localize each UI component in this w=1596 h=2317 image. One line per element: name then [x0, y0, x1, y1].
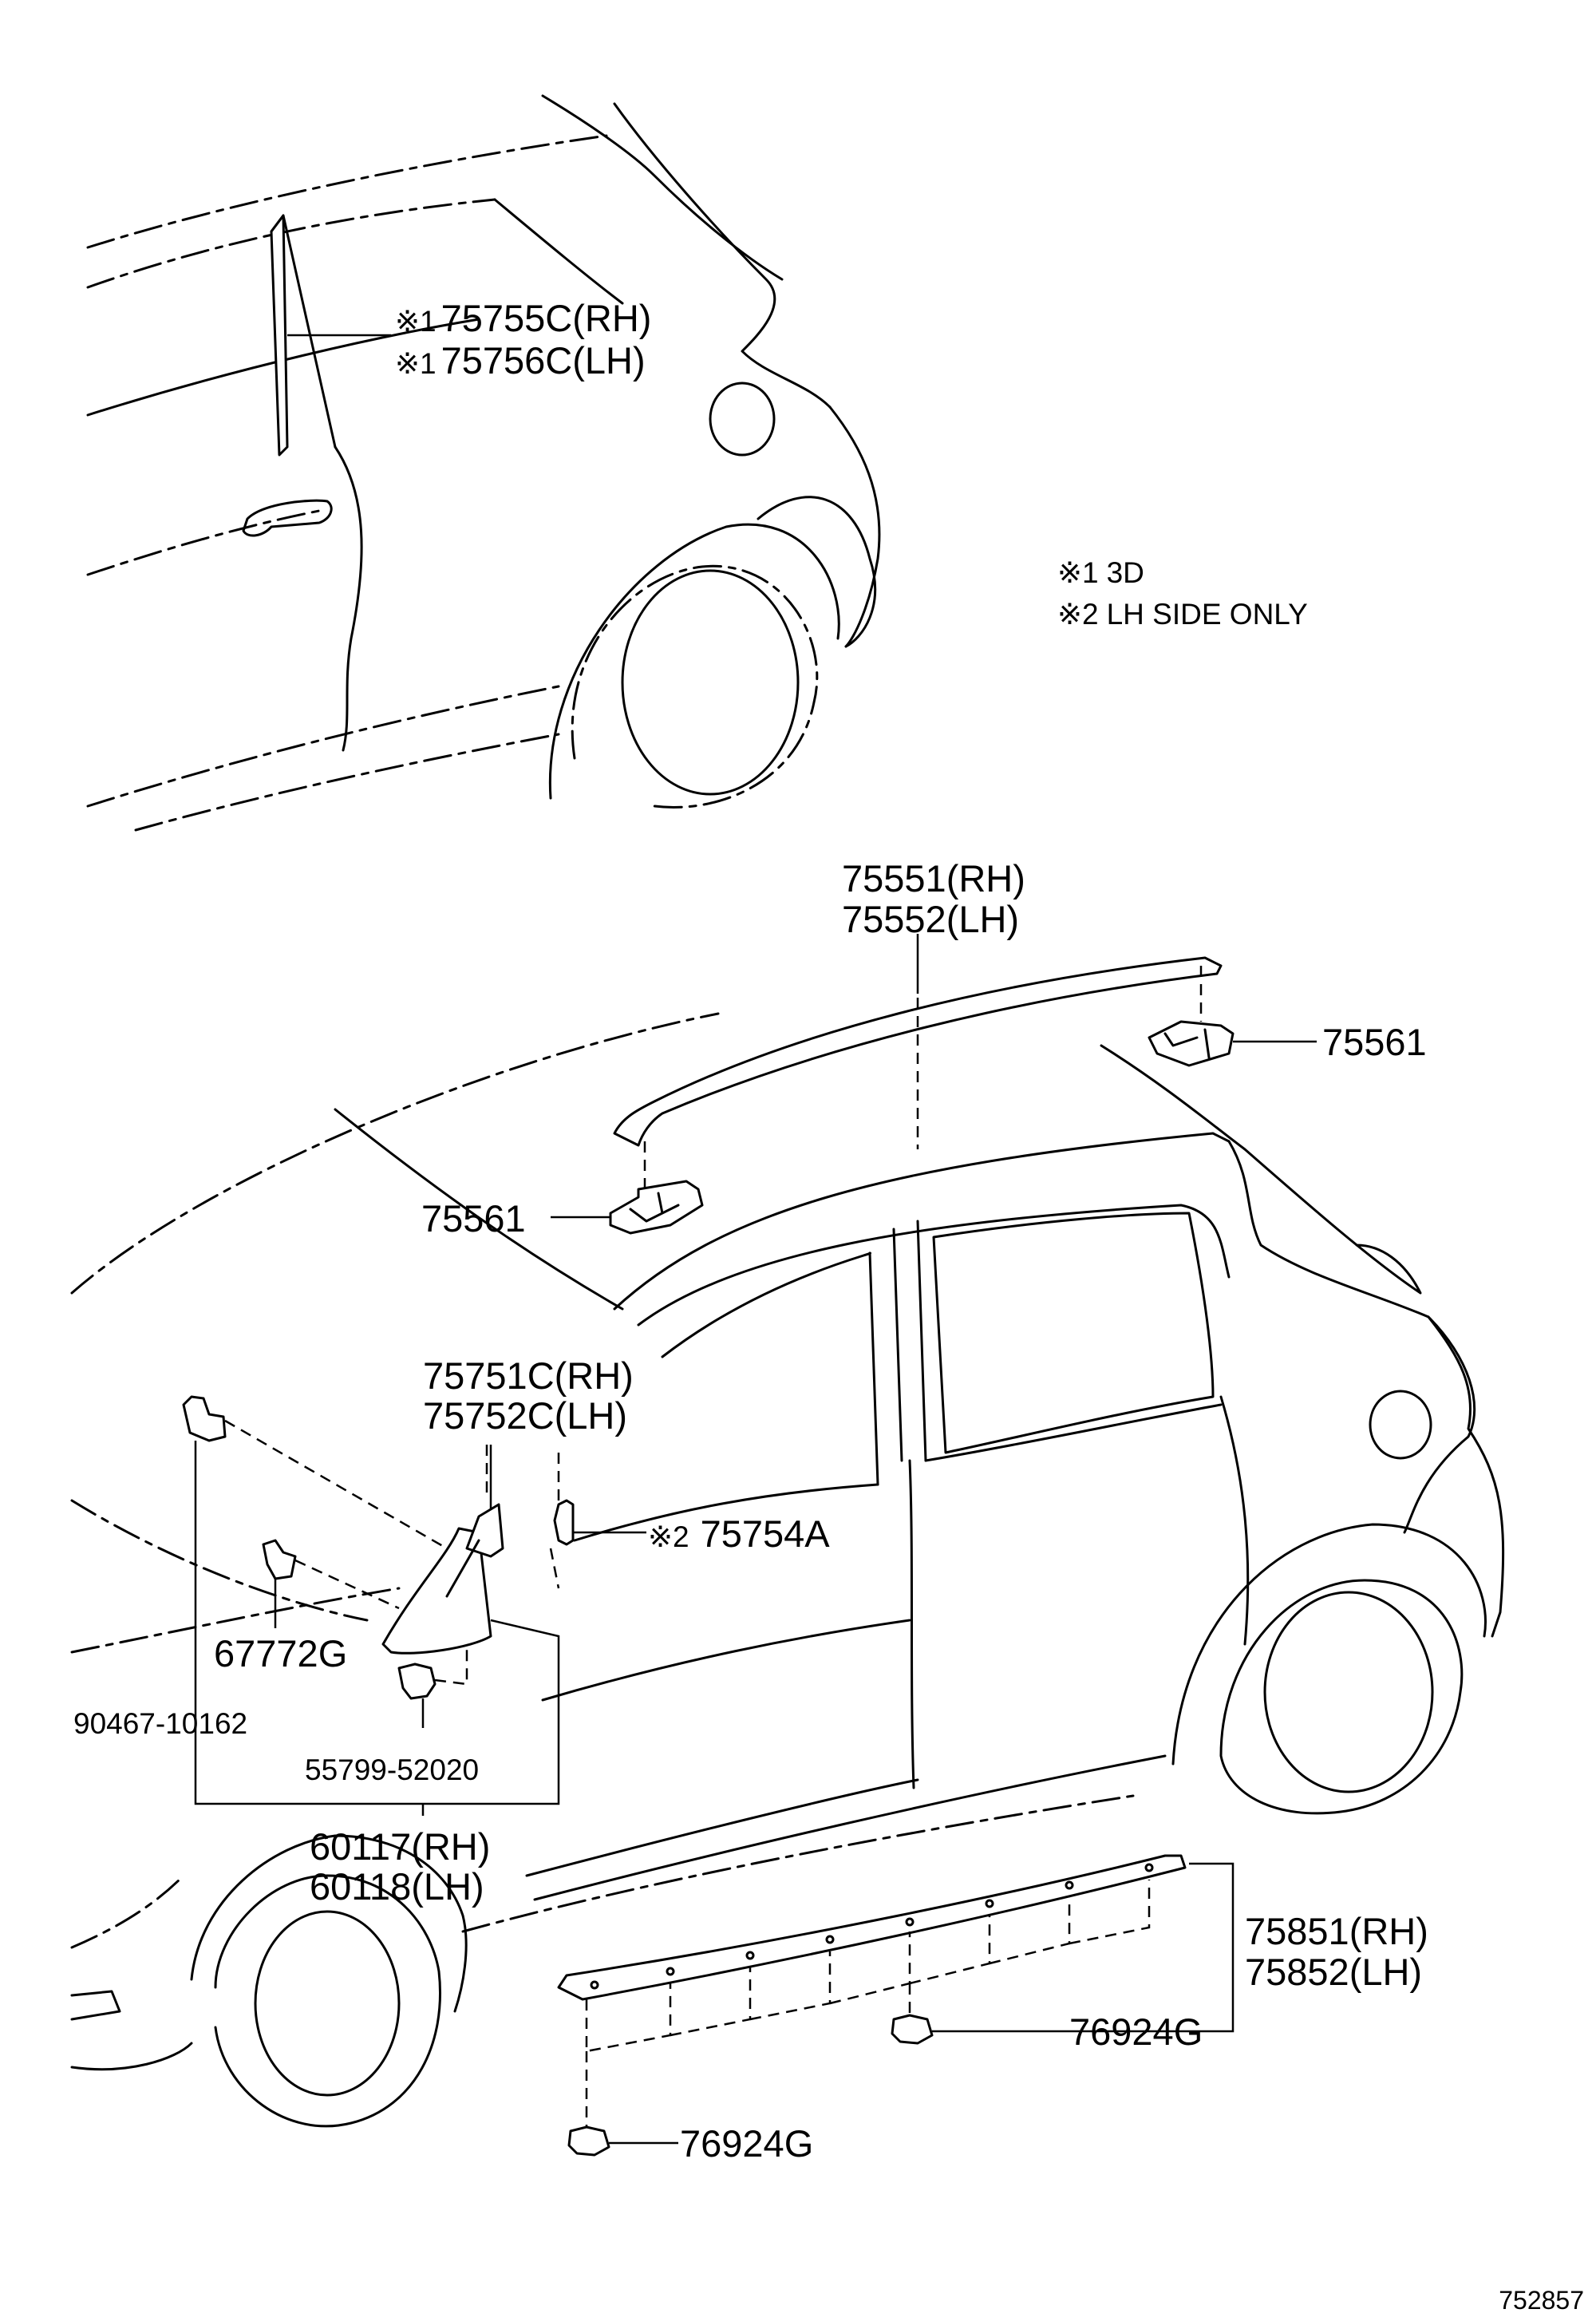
b-pillar-front	[868, 1251, 879, 1486]
top-rear-pillar-edge	[613, 102, 832, 409]
front-wheel-arch	[190, 1834, 468, 2013]
rear-bumper	[1403, 1315, 1476, 1534]
front-door-rear-edge	[908, 1459, 915, 1789]
rocker-moulding-holes	[590, 1863, 1154, 1990]
window-frame-top	[637, 1204, 1231, 1327]
front-tire-outline	[214, 1874, 441, 2128]
clip-55799-dash	[434, 1644, 468, 1686]
door-sill	[525, 1778, 919, 1877]
rear-door-beltline	[924, 1403, 1223, 1462]
hood-line	[70, 1012, 720, 1295]
top-pillar-frame	[270, 214, 337, 449]
front-lower	[70, 1587, 401, 1654]
top-roof-edge	[541, 94, 784, 281]
rear-wheel-rim	[1263, 1591, 1434, 1793]
rocker-lower	[461, 1794, 1135, 1933]
rocker-clip-dashes	[585, 1880, 1151, 2131]
callout-clip-55799: 55799-52020	[305, 1754, 479, 1786]
pillar-dash-3	[549, 1548, 560, 1589]
top-window-lower	[86, 198, 496, 289]
corner-cover-part	[381, 1527, 492, 1655]
top-fuel-lid	[709, 382, 776, 457]
roof-body-edge	[613, 1132, 1231, 1311]
front-door-beltline	[573, 1483, 879, 1542]
front-fog	[70, 1990, 121, 2021]
rocker-upper	[533, 1754, 1167, 1901]
b-pillar-rear-2	[916, 1220, 927, 1462]
top-wheel-rim	[621, 569, 800, 796]
top-roof-line	[86, 134, 608, 249]
clip-rear-part	[1148, 1020, 1235, 1067]
nut-upper-part	[891, 2014, 934, 2045]
clip-90467-part	[182, 1395, 227, 1442]
fuel-lid	[1369, 1390, 1432, 1460]
top-car-view	[86, 94, 881, 832]
callout-roof-moulding-rh: 75551(RH)	[842, 857, 1025, 900]
nut-lower-part	[567, 2125, 610, 2157]
top-rocker	[86, 685, 560, 808]
top-door-shutline	[334, 445, 363, 752]
clip-rear-detail	[1163, 1028, 1211, 1059]
callout-pillar-front-rh: 75751C(RH)	[423, 1354, 634, 1397]
clip-67772g-dash	[294, 1559, 400, 1610]
diagram-id: 752857	[1499, 2286, 1584, 2315]
clip-90467-dash	[224, 1419, 448, 1550]
b-pillar-rear	[892, 1228, 903, 1462]
top-beltline	[86, 318, 480, 417]
roof-rear	[1227, 1140, 1505, 1638]
rear-window	[932, 1212, 1215, 1454]
callout-nut-lower: 76924G	[680, 2122, 813, 2165]
callout-clip-rear: 75561	[1322, 1021, 1427, 1063]
callout-rocker-moulding-lh: 75852(LH)	[1245, 1951, 1422, 1993]
top-wheel-arch-outer	[757, 496, 877, 648]
top-pillar-garnish	[270, 214, 289, 457]
callout-nut-upper: 76924G	[1069, 2011, 1203, 2053]
rocker-moulding-part	[557, 1854, 1187, 2001]
clip-front-part	[609, 1180, 704, 1235]
top-rocker-2	[134, 733, 560, 832]
rear-tire-outline	[1219, 1579, 1464, 1815]
callout-clip-front: 75561	[421, 1197, 526, 1240]
top-window-rear	[493, 198, 624, 305]
fender-line	[70, 1499, 369, 1622]
front-bumper	[70, 1874, 185, 1949]
rear-wheel-arch	[1171, 1523, 1487, 1765]
top-tire-outer	[571, 564, 819, 809]
callout-pillar-front-lh: 75752C(LH)	[423, 1394, 627, 1437]
corner-cover-bracket	[194, 1441, 560, 1805]
front-lower-line	[70, 2042, 193, 2071]
clip-55799-part	[397, 1663, 437, 1700]
rear-hatch	[1100, 1044, 1422, 1295]
cowl-line	[334, 1108, 624, 1311]
window-frame-inner	[661, 1251, 871, 1358]
bottom-car-view	[70, 1012, 1505, 2128]
top-door-handle	[242, 499, 333, 537]
clip-front-detail	[629, 1192, 680, 1223]
front-wheel-rim	[254, 1910, 401, 2097]
clip-67772g-part	[262, 1539, 297, 1580]
pillar-garnish-edge	[445, 1539, 480, 1598]
door-lower-line	[541, 1619, 911, 1702]
top-door-lower	[86, 509, 321, 576]
callout-corner-cover-rh: 60117(RH)	[310, 1825, 490, 1868]
rocker-bracket	[932, 1862, 1235, 2033]
top-rear-bumper	[828, 405, 881, 648]
callout-roof-moulding-lh: 75552(LH)	[842, 898, 1019, 940]
callout-rocker-moulding-rh: 75851(RH)	[1245, 1910, 1428, 1952]
callout-clip-90467: 90467-10162	[73, 1707, 247, 1740]
callout-corner-cover-lh: 60118(LH)	[310, 1865, 484, 1908]
cap-lh-part	[553, 1499, 575, 1546]
top-wheel-arch	[548, 523, 840, 800]
callout-clip-67772g: 67772G	[214, 1632, 347, 1674]
roof-moulding-part	[613, 956, 1223, 1147]
rear-door-rear-edge	[1219, 1395, 1250, 1646]
